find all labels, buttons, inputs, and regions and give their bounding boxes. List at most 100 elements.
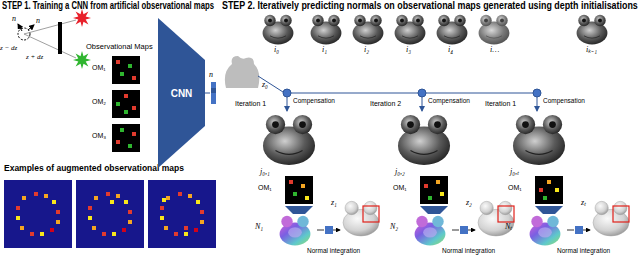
figure-rect — [535, 176, 563, 204]
figure-label: i₀ — [274, 45, 279, 54]
figure-line — [317, 230, 324, 231]
figure-rect — [112, 90, 140, 118]
figure-label: Normal integration — [557, 247, 610, 254]
figure-line — [537, 97, 538, 111]
figure-label: Examples of augmented observational maps — [4, 164, 184, 174]
figure-rect — [116, 140, 120, 144]
figure-label: z₂ — [466, 198, 472, 207]
step-heading: STEP 1. Training a CNN from artificial o… — [2, 0, 214, 12]
figure-label: i₂ — [364, 45, 369, 54]
figure-rect — [301, 184, 305, 188]
figure-line — [291, 93, 418, 94]
figure-rect — [613, 206, 629, 222]
figure-rect — [124, 110, 128, 114]
figure-polygon — [285, 206, 313, 214]
figure-rect — [116, 102, 120, 106]
figure-label: Compensation — [543, 97, 585, 104]
figure-line — [333, 230, 340, 231]
figure-rect — [547, 180, 551, 184]
figure-rect — [184, 226, 188, 230]
figure-label: Iteration 2 — [370, 100, 401, 108]
figure-label: Compensation — [428, 97, 470, 104]
figure-line — [28, 25, 34, 30]
figure-rect — [285, 176, 313, 204]
figure-line — [287, 97, 288, 111]
figure-label: OM₁ — [393, 184, 407, 192]
figure-use — [593, 201, 629, 236]
figure-label: z₀ — [262, 80, 268, 89]
figure-line — [422, 97, 423, 111]
figure-rect — [132, 106, 136, 110]
figure-rect — [211, 88, 216, 93]
cnn-block: CNN — [158, 18, 205, 168]
iteration-columns — [263, 115, 629, 246]
figure-label: OM₂ — [92, 98, 106, 106]
figure-rect — [116, 60, 120, 64]
trapezoid-fill — [158, 18, 205, 168]
figure-use — [148, 180, 216, 248]
figure-rect — [363, 206, 379, 222]
figure-rect — [211, 82, 216, 104]
figure-rect — [289, 180, 293, 184]
figure-rect — [58, 22, 62, 54]
input-images — [263, 15, 608, 45]
figure-rect — [120, 72, 124, 76]
figure-use — [530, 216, 561, 246]
depth-init — [225, 56, 259, 88]
figure-label: j₀,₂ — [395, 167, 405, 176]
figure-use — [311, 15, 342, 45]
figure-label: j₀,ₜ — [510, 167, 519, 176]
figure-rect — [112, 124, 140, 152]
figure-label: Iteration 1 — [485, 100, 516, 108]
augmented-maps — [4, 180, 216, 248]
figure-label: Nₜ — [505, 222, 512, 231]
figure-label: N₁ — [255, 222, 263, 231]
figure-label: Normal integration — [307, 247, 360, 254]
figure-use — [263, 115, 315, 165]
figure-line — [24, 20, 76, 34]
figure-label: n — [36, 16, 40, 25]
figure-use — [437, 15, 468, 45]
figure-use — [478, 201, 514, 236]
figure-line — [468, 230, 475, 231]
figure-rect — [498, 206, 514, 222]
figure-rect — [293, 192, 297, 196]
figure-rect — [110, 200, 114, 204]
figure-line — [426, 93, 533, 94]
figure-use — [4, 180, 72, 248]
figure-rect — [305, 196, 309, 200]
step-heading: STEP 2. Iteratively predicting normals o… — [222, 0, 638, 12]
figure-use — [263, 15, 294, 45]
figure-line — [452, 230, 459, 231]
figure-label: i₄ — [448, 45, 453, 54]
figure-rect — [112, 56, 140, 84]
figure-circle — [283, 89, 291, 97]
figure-label: z − dz — [0, 44, 17, 52]
figure-rect — [132, 76, 136, 80]
figure-polygon — [420, 206, 448, 214]
figure-rect — [555, 188, 559, 192]
figure-rect — [440, 192, 444, 196]
figure-label: OM₁ — [258, 184, 272, 192]
figure-use — [415, 216, 446, 246]
figure-label: i… — [490, 45, 499, 54]
figure-line — [205, 93, 210, 94]
figure-rect — [436, 180, 440, 184]
figure-rect — [428, 196, 432, 200]
figure-line — [583, 230, 590, 231]
figure-use — [76, 180, 144, 248]
figure-circle — [533, 89, 541, 97]
figure-label: i₁ — [322, 45, 327, 54]
block-label: CNN — [171, 88, 193, 99]
figure-line — [567, 230, 574, 231]
figure-label: Iteration 1 — [235, 100, 266, 108]
figure-use — [343, 201, 379, 236]
figure-label: N₂ — [390, 222, 398, 231]
figure-label: z₁ — [331, 198, 337, 207]
figure-label: Observational Maps — [86, 43, 153, 52]
figure-use — [398, 115, 450, 165]
figure-rect — [132, 132, 136, 136]
cnn-output — [205, 82, 216, 104]
light-setup — [18, 9, 91, 69]
